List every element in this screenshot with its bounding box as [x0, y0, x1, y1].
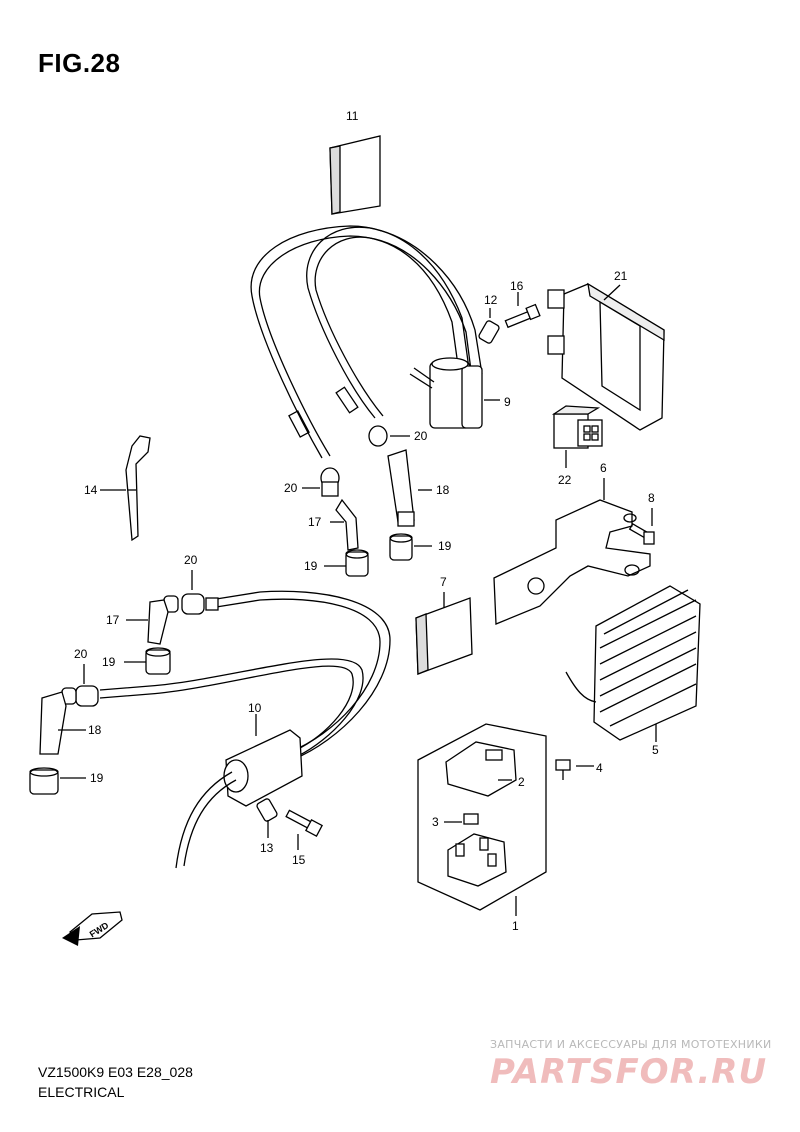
figure-code: VZ1500K9 E03 E28_028	[38, 1064, 193, 1080]
part-21-ecu	[547, 282, 665, 431]
part-7-sheet	[415, 592, 473, 675]
callout-13: 13	[260, 841, 274, 855]
callout-19c: 19	[102, 655, 116, 669]
callout-12: 12	[484, 293, 498, 307]
part-4-screw	[555, 759, 594, 780]
callout-6: 6	[600, 461, 607, 475]
part-1-starter-relay-frame	[417, 723, 547, 916]
section-label: ELECTRICAL	[38, 1084, 125, 1100]
callout-22: 22	[558, 473, 572, 487]
upper-plug-caps	[302, 425, 432, 577]
callout-20d: 20	[74, 647, 88, 661]
part-16-bolt	[504, 292, 541, 329]
upper-spark-leads	[250, 225, 483, 459]
callout-20b: 20	[284, 481, 298, 495]
fwd-arrow-icon: FWD	[62, 911, 123, 946]
part-10-ignition-coil	[175, 714, 303, 869]
callout-numbers: 11 12 16 21 9 20 22 6 8 14 20 18 17 19 1…	[74, 109, 659, 933]
callout-4: 4	[596, 761, 603, 775]
part-14-cable-tie	[100, 435, 151, 542]
callout-19d: 19	[90, 771, 104, 785]
callout-3: 3	[432, 815, 439, 829]
callout-17a: 17	[308, 515, 322, 529]
callout-19a: 19	[438, 539, 452, 553]
part-12-spacer	[478, 308, 500, 344]
callout-1: 1	[512, 919, 519, 933]
callout-18a: 18	[436, 483, 450, 497]
watermark-logo: PARTSFOR.RU	[490, 1052, 768, 1092]
part-3-fuse	[444, 813, 479, 825]
figure-title: FIG.28	[38, 48, 121, 78]
callout-10: 10	[248, 701, 262, 715]
part-13-spacer	[256, 798, 278, 838]
callout-16: 16	[510, 279, 524, 293]
part-15-bolt	[285, 809, 323, 850]
callout-14: 14	[84, 483, 98, 497]
callout-8: 8	[648, 491, 655, 505]
callout-20a: 20	[414, 429, 428, 443]
callout-9: 9	[504, 395, 511, 409]
watermark-tagline: ЗАПЧАСТИ И АКСЕССУАРЫ ДЛЯ МОТОТЕХНИКИ	[490, 1038, 772, 1051]
callout-19b: 19	[304, 559, 318, 573]
callout-15: 15	[292, 853, 306, 867]
part-1-relay-body	[447, 833, 507, 887]
part-5-regulator	[565, 585, 701, 742]
callout-2: 2	[518, 775, 525, 789]
part-9-ignition-coil	[409, 357, 500, 429]
part-11-sheet	[329, 135, 381, 215]
callout-21: 21	[614, 269, 628, 283]
callout-7: 7	[440, 575, 447, 589]
callout-5: 5	[652, 743, 659, 757]
callout-11: 11	[346, 109, 359, 123]
callout-17b: 17	[106, 613, 120, 627]
part-2-relay-cover	[445, 741, 517, 797]
lower-spark-leads	[99, 590, 391, 761]
part-8-bolt	[628, 508, 655, 545]
lower-plug-caps	[29, 570, 205, 795]
callout-18b: 18	[88, 723, 102, 737]
part-22-relay	[551, 405, 603, 468]
callout-20c: 20	[184, 553, 198, 567]
part-6-bracket	[493, 478, 651, 625]
